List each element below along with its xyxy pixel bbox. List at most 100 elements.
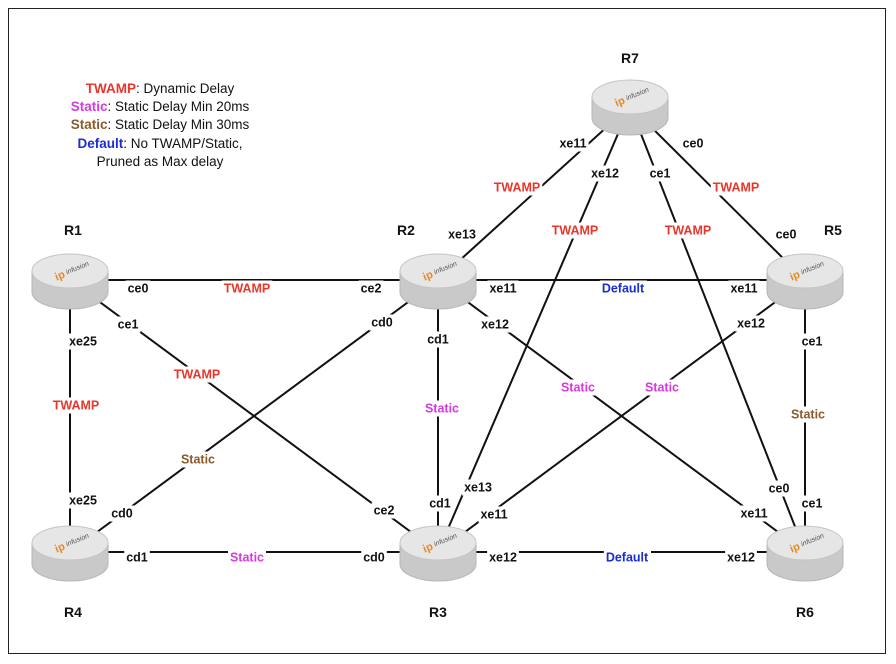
router-label-r5: R5	[824, 222, 842, 238]
routers-layer: ipinfusionR1ipinfusionR2ipinfusionR3ipin…	[31, 50, 844, 620]
link-r1-r3-from-port-text: ce1	[118, 318, 139, 332]
link-r1-r2-label: TWAMP	[221, 280, 273, 297]
link-r5-r6-from-port-text: ce1	[802, 335, 823, 349]
link-r1-r4-to-port: xe25	[67, 492, 99, 509]
router-top	[591, 79, 669, 115]
link-r7-r6-label-bg	[662, 222, 714, 239]
link-r7-r5-from-port: ce0	[680, 135, 706, 152]
logo-ip: ip	[788, 541, 802, 556]
link-r4-r3-from-port: cd1	[124, 549, 150, 566]
link-r3-r6-to-port: xe12	[725, 549, 757, 566]
link-r3-r6-from-port-text: xe12	[489, 551, 517, 565]
link-r7-r5-label: TWAMP	[710, 179, 762, 196]
link-r4-r3-to-port: cd0	[361, 549, 387, 566]
link-r2-r5-from-port-bg	[487, 280, 519, 297]
link-r5-r6-to-port-bg	[799, 495, 825, 512]
link-r2-r3-from-port: cd1	[425, 331, 451, 348]
link-r3-r5-to-port: xe12	[735, 315, 767, 332]
link-r3-r6-from-port-bg	[487, 549, 519, 566]
link-r2-r5-from-port-text: xe11	[489, 282, 516, 296]
link-r1-r2-to-port: ce2	[358, 280, 384, 297]
link-r1-r3-label: TWAMP	[171, 366, 223, 383]
link-r1-r4-from-port-bg	[67, 333, 99, 350]
link-r1-r2-to-port-bg	[358, 280, 384, 297]
legend-line-static-20: Static: Static Delay Min 20ms	[71, 99, 250, 114]
link-r1-r4-label-bg	[50, 397, 102, 414]
link-r3-r7-label: TWAMP	[549, 222, 601, 239]
link-r2-r5-to-port-bg	[728, 280, 760, 297]
link-r3-r6-to-port-bg	[725, 549, 757, 566]
link-r3-r7-label-bg	[549, 222, 601, 239]
link-r7-r6-to-port: ce0	[766, 480, 792, 497]
link-r2-r4-to-port-text: cd0	[111, 507, 133, 521]
link-r1-r4-to-port-text: xe25	[69, 494, 97, 508]
legend: TWAMP: Dynamic Delay Static: Static Dela…	[71, 81, 250, 169]
router-top	[766, 253, 844, 289]
link-labels-layer: TWAMPTWAMPTWAMPStaticStaticDefaultStatic…	[50, 179, 828, 566]
link-r2-r6-from-port: xe12	[479, 316, 511, 333]
link-r2-r5-from-port: xe11	[487, 280, 519, 297]
link-r2-r3-label-text: Static	[425, 402, 459, 416]
router-label-r7: R7	[621, 50, 639, 66]
link-r2-r3-to-port: cd1	[427, 495, 453, 512]
link-r3-r7-label-text: TWAMP	[552, 224, 599, 238]
link-r1-r3-from-port-bg	[115, 316, 141, 333]
link-r4-r3-label-text: Static	[230, 551, 264, 565]
link-r3-r5-label-text: Static	[645, 381, 679, 395]
link-r7-r6-from-port-text: ce1	[650, 167, 671, 181]
link-r1-r4-label-text: TWAMP	[53, 399, 100, 413]
link-r5-r6-to-port-text: ce1	[802, 497, 823, 511]
logo-ip: ip	[421, 269, 435, 284]
link-r3-r7-from-port-bg	[462, 479, 494, 496]
logo-ip: ip	[53, 269, 67, 284]
link-r2-r3-label: Static	[422, 400, 462, 417]
link-r2-r3-label-bg	[422, 400, 462, 417]
link-r2-r7-to-port: xe11	[557, 135, 589, 152]
link-r1-r4-to-port-bg	[67, 492, 99, 509]
link-r5-r6-label-text: Static	[791, 408, 825, 422]
link-r2-r4-to-port: cd0	[109, 505, 135, 522]
link-r2-r7-to-port-text: xe11	[559, 137, 586, 151]
router-label-r1: R1	[64, 222, 82, 238]
link-r7-r5-to-port-text: ce0	[776, 228, 797, 242]
link-r2-r3-to-port-text: cd1	[429, 497, 451, 511]
link-r2-r5-label-bg	[599, 280, 648, 297]
legend-line-twamp: TWAMP: Dynamic Delay	[86, 81, 235, 96]
link-r5-r6-label: Static	[788, 406, 828, 423]
link-r7-r5-to-port-bg	[773, 226, 799, 243]
link-r7-r6-to-port-text: ce0	[769, 482, 790, 496]
link-r2-r7-label-text: TWAMP	[494, 181, 541, 195]
router-top	[31, 253, 109, 289]
legend-text-twamp: : Dynamic Delay	[136, 81, 235, 96]
router-label-r4: R4	[64, 604, 82, 620]
router-top	[399, 525, 477, 561]
link-r2-r4-label-text: Static	[181, 453, 215, 467]
link-r4-r3-from-port-bg	[124, 549, 150, 566]
link-r2-r7-label-bg	[491, 179, 543, 196]
links-layer	[69, 105, 806, 553]
legend-text-static-30: : Static Delay Min 30ms	[107, 117, 249, 132]
link-r2-r4-label: Static	[178, 451, 218, 468]
link-r2-r6-from-port-text: xe12	[481, 318, 509, 332]
link-r3-r7-to-port-bg	[589, 165, 621, 182]
link-r1-r2-from-port: ce0	[125, 280, 151, 297]
link-r1-r4-from-port-text: xe25	[69, 335, 97, 349]
link-r5-r6-to-port: ce1	[799, 495, 825, 512]
link-r2-r5-to-port: xe11	[728, 280, 760, 297]
link-r2-r4-label-bg	[178, 451, 218, 468]
legend-line-static-30: Static: Static Delay Min 30ms	[71, 117, 250, 132]
link-r3-r7-from-port: xe13	[462, 479, 494, 496]
link-r2-r6-to-port: xe11	[738, 505, 770, 522]
link-r3-r6-from-port: xe12	[487, 549, 519, 566]
link-r1-r2-label-text: TWAMP	[224, 282, 271, 296]
link-r2-r7-from-port-bg	[446, 226, 478, 243]
link-r2-r7-to-port-bg	[557, 135, 589, 152]
